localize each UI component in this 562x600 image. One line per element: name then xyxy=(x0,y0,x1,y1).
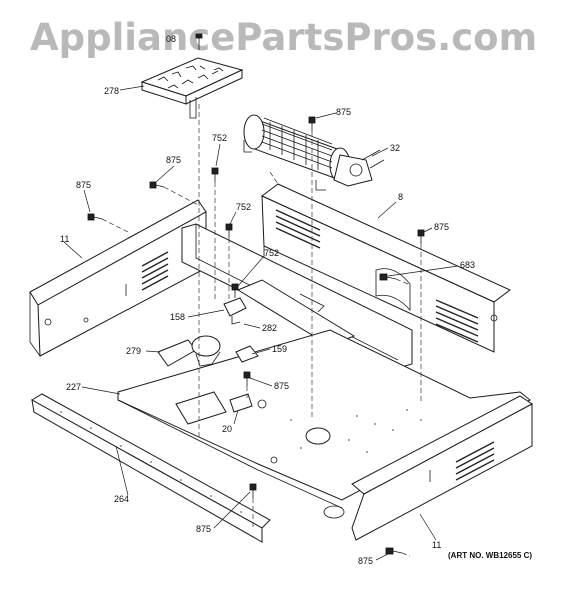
callout-752-upper: 752 xyxy=(212,133,227,143)
screw-752-middle[interactable] xyxy=(225,223,233,238)
part-279-sensor[interactable] xyxy=(157,335,221,367)
callout-282: 282 xyxy=(262,323,277,333)
screw-875-bracket[interactable] xyxy=(243,371,251,386)
callout-752-lower: 752 xyxy=(264,248,279,258)
callout-875-right: 875 xyxy=(434,222,449,232)
callout-158: 158 xyxy=(170,312,185,322)
part-227-base-pan[interactable] xyxy=(117,329,531,519)
callout-875-fan: 875 xyxy=(336,107,351,117)
callout-leader-lines xyxy=(63,85,459,561)
screw-752-lower[interactable] xyxy=(231,283,239,298)
screw-875-left[interactable] xyxy=(87,213,103,221)
screw-875-fan[interactable] xyxy=(308,116,316,132)
part-8-rear-duct-panel[interactable] xyxy=(261,183,511,353)
callout-159: 159 xyxy=(272,344,287,354)
part-278-top-cover[interactable] xyxy=(140,57,244,119)
callout-227: 227 xyxy=(66,382,81,392)
callout-279: 279 xyxy=(126,346,141,356)
part-11-left-side-channel[interactable] xyxy=(29,199,207,357)
assembly-guide-lines xyxy=(101,104,422,557)
callout-875-bracket: 875 xyxy=(274,381,289,391)
callout-683: 683 xyxy=(460,260,475,270)
screw-875-right[interactable] xyxy=(417,229,425,244)
part-20-bracket[interactable] xyxy=(229,393,253,413)
callout-264: 264 xyxy=(114,494,129,504)
art-number: (ART NO. WB12655 C) xyxy=(448,551,532,560)
screw-683[interactable] xyxy=(379,273,397,281)
callout-752-middle: 752 xyxy=(236,202,251,212)
callout-20: 20 xyxy=(222,424,232,434)
part-11-right-side-channel[interactable] xyxy=(351,395,533,541)
part-32-blower[interactable] xyxy=(243,114,385,191)
watermark: AppliancePartsPros.com xyxy=(30,16,537,59)
callout-8: 8 xyxy=(398,192,403,202)
screw-08[interactable] xyxy=(195,33,203,50)
callout-875-bottom-right: 875 xyxy=(358,556,373,566)
callout-11-left: 11 xyxy=(60,234,69,244)
callout-08: 08 xyxy=(166,34,176,44)
callout-875-upper-left: 875 xyxy=(166,155,181,165)
part-158-bracket[interactable] xyxy=(223,297,247,325)
callout-11-right: 11 xyxy=(432,540,441,550)
callout-278: 278 xyxy=(104,86,119,96)
callout-875-front: 875 xyxy=(196,524,211,534)
callout-875-left: 875 xyxy=(76,180,91,190)
screw-875-upper-left[interactable] xyxy=(149,181,165,189)
part-264-front-trim-strip[interactable] xyxy=(31,393,271,543)
callout-32: 32 xyxy=(390,143,400,153)
callout-labels: 08 278 875 32 752 875 875 8 752 875 11 7… xyxy=(60,34,475,566)
part-159-bracket[interactable] xyxy=(235,345,259,363)
screw-752-upper[interactable] xyxy=(211,167,219,182)
screw-875-front[interactable] xyxy=(249,483,257,498)
part-282-center-baffle[interactable] xyxy=(181,223,413,369)
screw-875-bottom-right[interactable] xyxy=(385,547,403,555)
